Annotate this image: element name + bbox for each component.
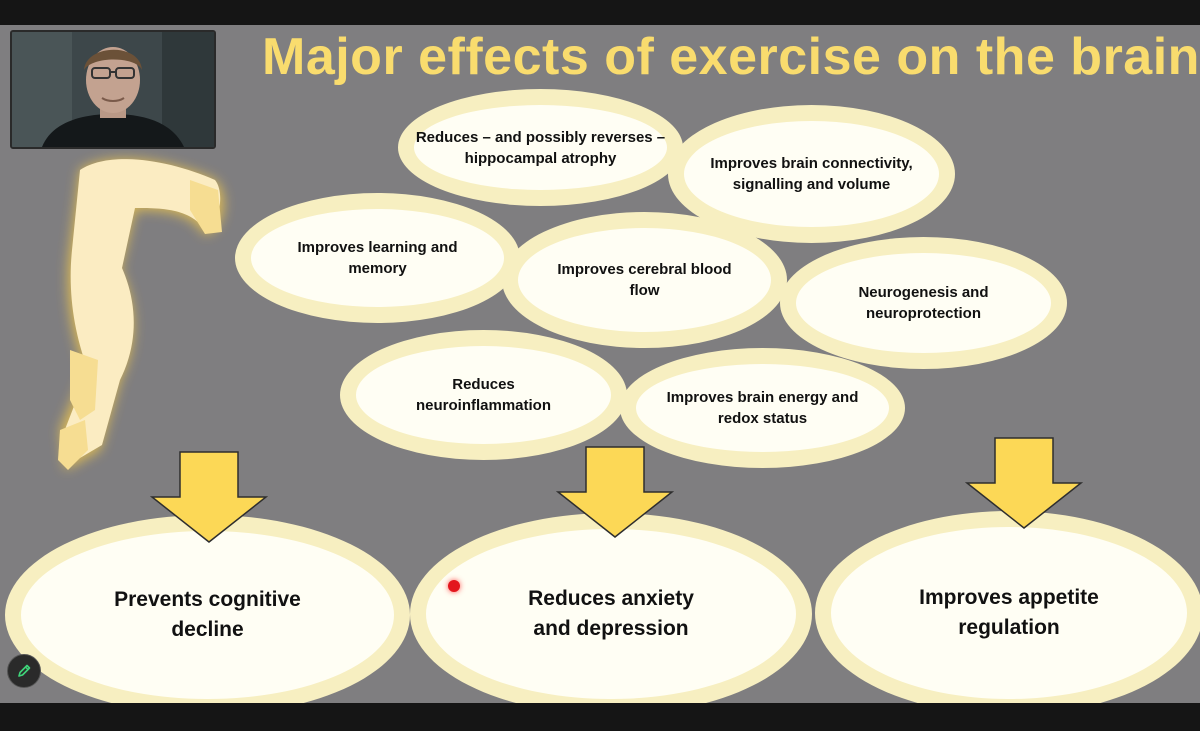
effect-neuroinflammation: Reduces neuroinflammation xyxy=(340,330,627,460)
outcome-label: Prevents cognitive decline xyxy=(114,588,301,641)
annotate-pen-button[interactable] xyxy=(7,654,41,688)
effect-learning-memory: Improves learning and memory xyxy=(235,193,520,323)
effect-hippocampal-atrophy: Reduces – and possibly reverses – hippoc… xyxy=(398,89,683,206)
effect-label: Reduces neuroinflammation xyxy=(415,376,551,414)
effect-label: Improves brain connectivity, signalling … xyxy=(710,155,913,193)
pen-icon xyxy=(18,664,31,677)
top-bar xyxy=(0,0,1200,25)
bottom-bar xyxy=(0,703,1200,731)
effect-neurogenesis: Neurogenesis and neuroprotection xyxy=(780,237,1067,369)
effect-label: Improves brain energy and redox status xyxy=(666,389,859,427)
effect-cerebral-blood-flow: Improves cerebral blood flow xyxy=(502,212,787,348)
outcome-appetite-regulation: Improves appetite regulation xyxy=(815,511,1200,703)
laser-pointer xyxy=(448,580,460,592)
runner-illustration xyxy=(58,159,224,470)
outcome-cognitive-decline: Prevents cognitive decline xyxy=(5,515,410,703)
presenter-video-thumbnail[interactable] xyxy=(10,30,216,149)
down-arrow-icon xyxy=(965,437,1083,529)
effect-label: Neurogenesis and neuroprotection xyxy=(858,284,989,322)
outcome-label: Reduces anxiety and depression xyxy=(528,587,694,640)
effect-label: Improves learning and memory xyxy=(297,239,458,277)
outcome-anxiety-depression: Reduces anxiety and depression xyxy=(410,513,812,703)
effect-label: Improves cerebral blood flow xyxy=(557,261,732,299)
slide-title: Major effects of exercise on the brain xyxy=(262,28,1200,86)
presentation-slide: Major effects of exercise on the brain R… xyxy=(0,25,1200,703)
down-arrow-icon xyxy=(150,451,268,543)
down-arrow-icon xyxy=(556,446,674,538)
effect-label: Reduces – and possibly reverses – hippoc… xyxy=(415,128,666,167)
outcome-label: Improves appetite regulation xyxy=(919,586,1099,639)
presenter-avatar xyxy=(12,32,214,147)
